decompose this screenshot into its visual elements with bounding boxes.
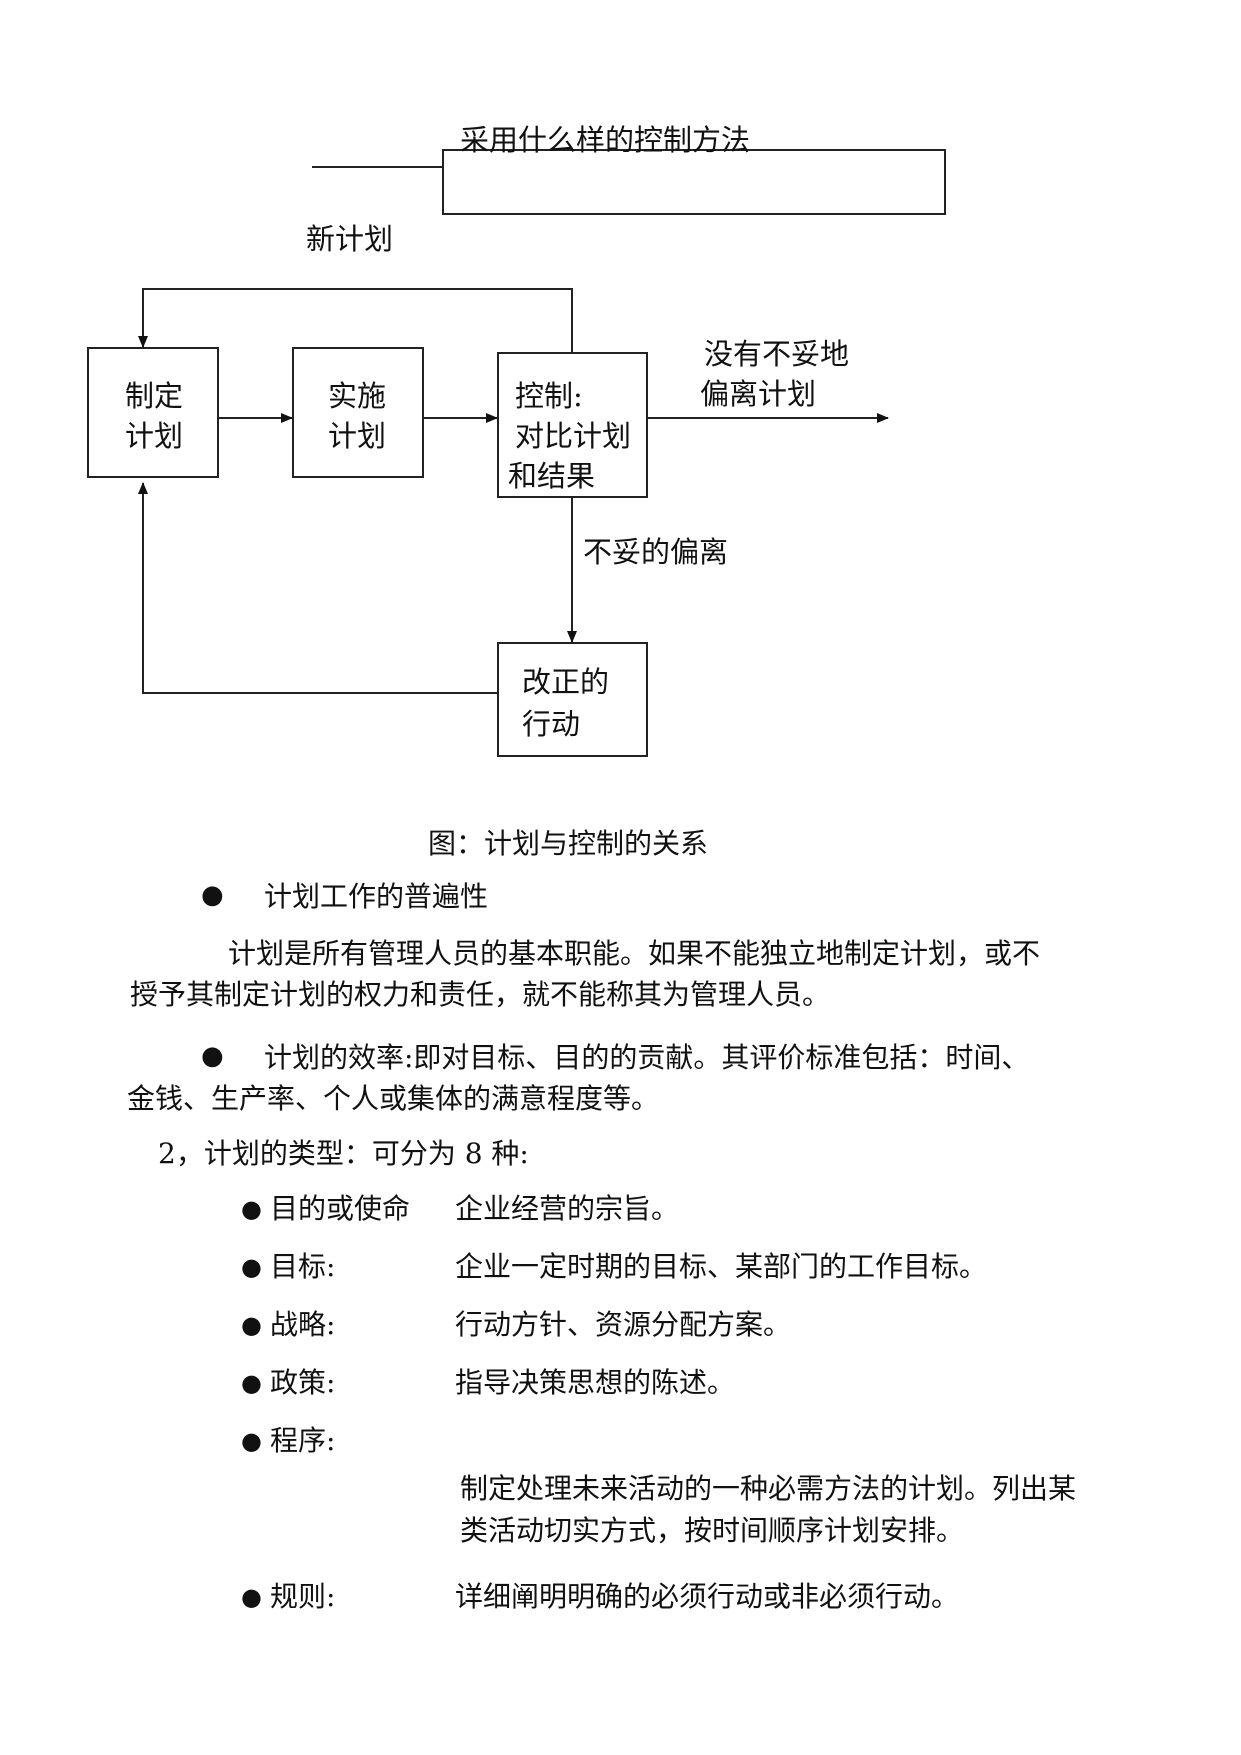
type-item-label: 目标: xyxy=(270,1250,336,1283)
feedback-loop-bottom xyxy=(138,482,497,694)
section2-line2: 金钱、生产率、个人或集体的满意程度等。 xyxy=(127,1082,660,1115)
type-item-bullet: ● xyxy=(241,1427,262,1455)
section1-bullet: ● xyxy=(201,880,224,910)
type-item-label: 政策: xyxy=(270,1366,336,1399)
implement-plan-box xyxy=(292,347,424,478)
type-item-desc: 行动方针、资源分配方案。 xyxy=(455,1308,792,1341)
type-item-label: 规则: xyxy=(270,1580,336,1613)
control-text-line3: 和结果 xyxy=(508,459,596,493)
type-item-desc: 指导决策思想的陈述。 xyxy=(455,1366,736,1399)
type-item-desc: 企业一定时期的目标、某部门的工作目标。 xyxy=(455,1250,988,1283)
control-text-line2: 对比计划 xyxy=(515,419,632,453)
type-item-desc: 企业经营的宗旨。 xyxy=(455,1192,680,1225)
section1-heading: 计划工作的普遍性 xyxy=(264,880,489,913)
make-plan-text-line1: 制定 xyxy=(125,379,184,413)
control-method-label: 采用什么样的控制方法 xyxy=(460,123,751,157)
type-item-bullet: ● xyxy=(241,1369,262,1397)
corrective-text-line1: 改正的 xyxy=(522,665,610,699)
corrective-action-box xyxy=(497,642,648,757)
type-item-bullet: ● xyxy=(241,1195,262,1223)
no-deviation-label-line1: 没有不妥地 xyxy=(704,337,850,371)
feedback-loop-top xyxy=(138,288,573,354)
types-heading: 2，计划的类型：可分为 8 种: xyxy=(158,1137,529,1170)
type-item-bullet: ● xyxy=(241,1311,262,1339)
make-plan-box xyxy=(87,347,219,478)
type-item-bullet: ● xyxy=(241,1253,262,1281)
implement-plan-text-line1: 实施 xyxy=(328,379,387,413)
section1-paragraph-line1: 计划是所有管理人员的基本职能。如果不能独立地制定计划，或不 xyxy=(228,937,1041,970)
type-item-desc-line2: 类活动切实方式，按时间顺序计划安排。 xyxy=(460,1514,965,1547)
new-plan-label: 新计划 xyxy=(306,222,394,256)
type-item-label: 目的或使命 xyxy=(270,1192,411,1225)
type-item-desc-line1: 制定处理未来活动的一种必需方法的计划。列出某 xyxy=(460,1472,1077,1505)
control-box xyxy=(497,352,648,498)
deviation-label: 不妥的偏离 xyxy=(583,535,729,569)
type-item-label: 程序: xyxy=(270,1424,336,1457)
section1-paragraph-line2: 授予其制定计划的权力和责任，就不能称其为管理人员。 xyxy=(130,978,831,1011)
control-method-box xyxy=(442,149,946,215)
type-item-label: 战略: xyxy=(270,1308,336,1341)
make-plan-text-line2: 计划 xyxy=(125,419,184,453)
corrective-text-line2: 行动 xyxy=(522,707,581,741)
figure-caption: 图：计划与控制的关系 xyxy=(428,827,709,860)
plan-control-diagram xyxy=(138,166,889,694)
section2-line1: 计划的效率:即对目标、目的的贡献。其评价标准包括：时间、 xyxy=(264,1041,1030,1074)
section2-bullet: ● xyxy=(201,1041,224,1071)
type-item-bullet: ● xyxy=(241,1583,262,1611)
implement-plan-text-line2: 计划 xyxy=(328,419,387,453)
type-item-desc: 详细阐明明确的必须行动或非必须行动。 xyxy=(455,1580,960,1613)
no-deviation-label-line2: 偏离计划 xyxy=(700,377,817,411)
control-text-line1: 控制: xyxy=(515,379,583,413)
